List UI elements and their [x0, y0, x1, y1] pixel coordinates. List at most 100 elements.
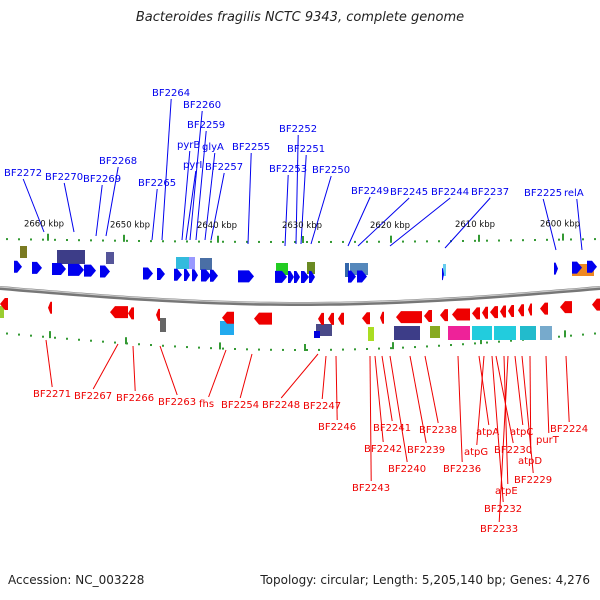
reverse-leader-line — [521, 355, 534, 474]
reverse-gene-label: BF2263 — [158, 397, 196, 408]
domain-block — [394, 326, 420, 340]
forward-leader-line — [444, 197, 491, 249]
reverse-leader-line — [389, 355, 408, 463]
forward-leader-line — [63, 182, 75, 233]
reverse-gene-arrow — [328, 312, 334, 325]
topology-text: Topology: circular; Length: 5,205,140 bp… — [260, 573, 590, 587]
reverse-gene-label: BF2247 — [303, 401, 341, 412]
inner-tick — [582, 333, 584, 336]
inner-tick — [54, 336, 56, 339]
inner-tick — [6, 332, 8, 335]
outer-tick — [474, 239, 476, 242]
reverse-gene-arrow — [592, 298, 600, 311]
reverse-gene-arrow — [48, 301, 52, 314]
reverse-leader-line — [159, 345, 178, 396]
outer-tick — [522, 239, 524, 242]
reverse-gene-arrow — [110, 306, 128, 319]
inner-tick — [390, 347, 392, 350]
reverse-gene-label: BF2240 — [388, 464, 426, 475]
outer-tick — [414, 240, 416, 243]
inner-tick — [558, 335, 560, 338]
inner-tick — [414, 346, 416, 349]
forward-gene-label: BF2269 — [83, 174, 121, 185]
outer-tick — [534, 239, 536, 242]
reverse-leader-line — [498, 355, 509, 523]
domain-block — [345, 263, 349, 277]
reverse-gene-label: BF2230 — [494, 445, 532, 456]
reverse-gene-arrow — [472, 307, 480, 320]
forward-gene-label: BF2244 — [431, 187, 469, 198]
reverse-leader-line — [457, 355, 463, 463]
inner-tick — [114, 341, 116, 344]
major-tick — [304, 343, 306, 351]
reverse-leader-line — [239, 353, 253, 399]
domain-block — [494, 326, 516, 340]
reverse-gene-arrow — [490, 306, 498, 319]
outer-tick — [462, 239, 464, 242]
inner-tick — [498, 340, 500, 343]
scale-label: 2640 kbp — [197, 221, 237, 231]
domain-block — [307, 262, 315, 274]
inner-tick — [210, 347, 212, 350]
reverse-gene-arrow — [362, 312, 370, 325]
outer-tick — [570, 238, 572, 241]
major-tick — [392, 342, 394, 350]
forward-leader-line — [300, 154, 307, 245]
outer-tick — [198, 240, 200, 243]
inner-tick — [570, 334, 572, 337]
reverse-leader-line — [529, 355, 532, 455]
reverse-leader-line — [335, 355, 338, 421]
domain-block — [200, 258, 212, 270]
outer-tick — [246, 240, 248, 243]
reverse-leader-line — [280, 353, 319, 399]
scale-label: 2660 kbp — [24, 219, 64, 229]
outer-tick — [498, 239, 500, 242]
scale-label: 2610 kbp — [455, 220, 495, 230]
reverse-gene-label: BF2236 — [443, 464, 481, 475]
reverse-gene-arrow — [318, 312, 324, 325]
reverse-leader-line — [495, 355, 514, 444]
reverse-leader-line — [381, 355, 393, 422]
reverse-leader-line — [92, 343, 119, 390]
reverse-gene-arrow — [338, 312, 344, 325]
outer-tick — [138, 239, 140, 242]
forward-gene-label: pyrI — [183, 160, 202, 171]
domain-block — [368, 327, 374, 341]
forward-gene-arrow — [554, 262, 558, 275]
reverse-gene-label: atpG — [464, 447, 488, 458]
reverse-gene-label: fhs — [199, 399, 214, 410]
domain-block — [448, 326, 470, 340]
forward-gene-label: BF2257 — [205, 162, 243, 173]
major-tick — [217, 235, 219, 243]
reverse-gene-label: BF2243 — [352, 483, 390, 494]
domain-block — [350, 263, 368, 275]
inner-tick — [18, 333, 20, 336]
forward-gene-label: BF2255 — [232, 142, 270, 153]
forward-leader-line — [542, 198, 557, 251]
genome-title: Bacteroides fragilis NCTC 9343, complete… — [135, 10, 465, 25]
forward-gene-arrow — [572, 261, 582, 274]
reverse-leader-line — [369, 355, 372, 482]
tick-layer — [6, 233, 596, 351]
forward-leader-line — [95, 184, 103, 237]
inner-tick — [366, 347, 368, 350]
forward-gene-arrow — [100, 265, 110, 278]
reverse-gene-arrow — [452, 308, 470, 321]
forward-gene-label: BF2272 — [4, 168, 42, 179]
outer-tick — [6, 238, 8, 241]
outer-tick — [102, 239, 104, 242]
major-tick — [480, 337, 482, 345]
reverse-leader-line — [503, 355, 509, 485]
reverse-gene-arrow — [500, 305, 506, 318]
major-tick — [562, 233, 564, 241]
inner-tick — [318, 348, 320, 351]
outer-tick — [54, 238, 56, 241]
reverse-gene-arrow — [0, 298, 8, 310]
forward-gene-label: BF2253 — [269, 164, 307, 175]
reverse-gene-label: BF2266 — [116, 393, 154, 404]
inner-tick — [354, 348, 356, 351]
reverse-gene-arrow — [440, 309, 448, 322]
reverse-leader-line — [514, 355, 524, 426]
inner-tick — [330, 348, 332, 351]
outer-tick — [30, 238, 32, 241]
